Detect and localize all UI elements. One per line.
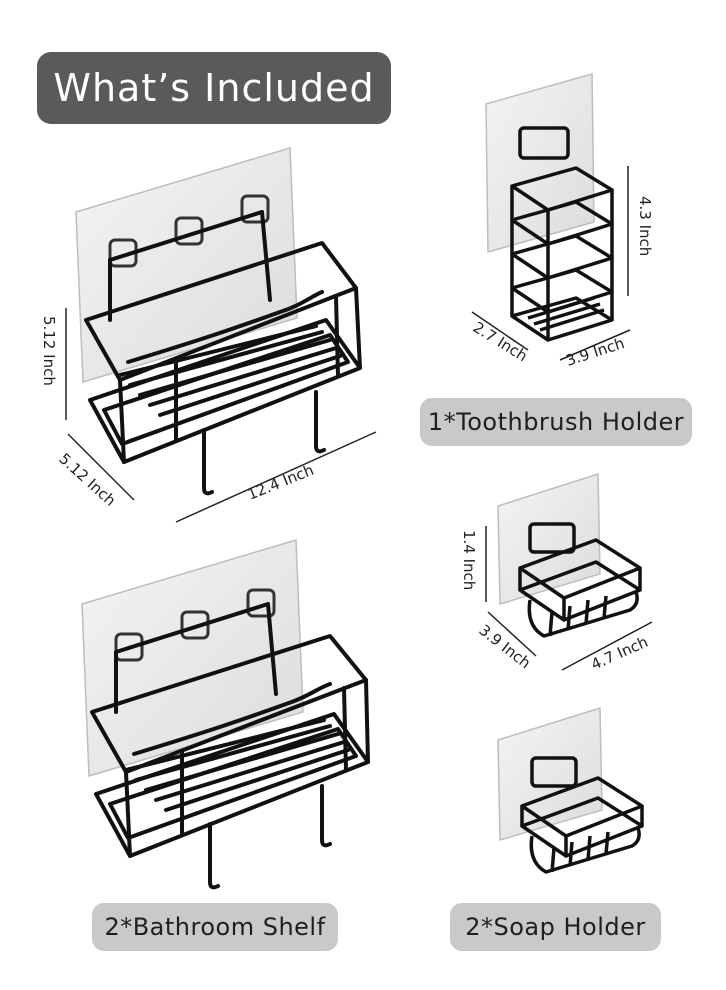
toothbrush-height-dimension: 4.3 Inch — [636, 196, 654, 256]
soap-holder-image-2 — [497, 706, 644, 874]
toothbrush-holder-label: 1*Toothbrush Holder — [420, 398, 692, 446]
page-title: What’s Included — [37, 52, 391, 124]
shelf-width-dimension: 12.4 Inch — [245, 461, 317, 504]
soap-holder-label: 2*Soap Holder — [450, 903, 661, 951]
mount-clip-icon — [528, 522, 576, 554]
bathroom-shelf-image-1 — [75, 147, 362, 496]
toothbrush-depth-dimension: 2.7 Inch — [470, 318, 531, 365]
soap-holder-image-1 — [485, 472, 653, 671]
soap-height-dimension: 1.4 Inch — [460, 530, 478, 590]
mount-clip-icon — [518, 126, 570, 160]
bathroom-shelf-image-2 — [81, 539, 370, 890]
bathroom-shelf-label: 2*Bathroom Shelf — [92, 903, 338, 951]
toothbrush-holder-image — [471, 73, 631, 361]
shelf-height-dimension: 5.12 Inch — [40, 316, 58, 386]
shelf-depth-dimension: 5.12 Inch — [55, 450, 119, 510]
mount-clip-icon — [530, 756, 578, 788]
toothbrush-width-dimension: 3.9 Inch — [564, 334, 627, 370]
